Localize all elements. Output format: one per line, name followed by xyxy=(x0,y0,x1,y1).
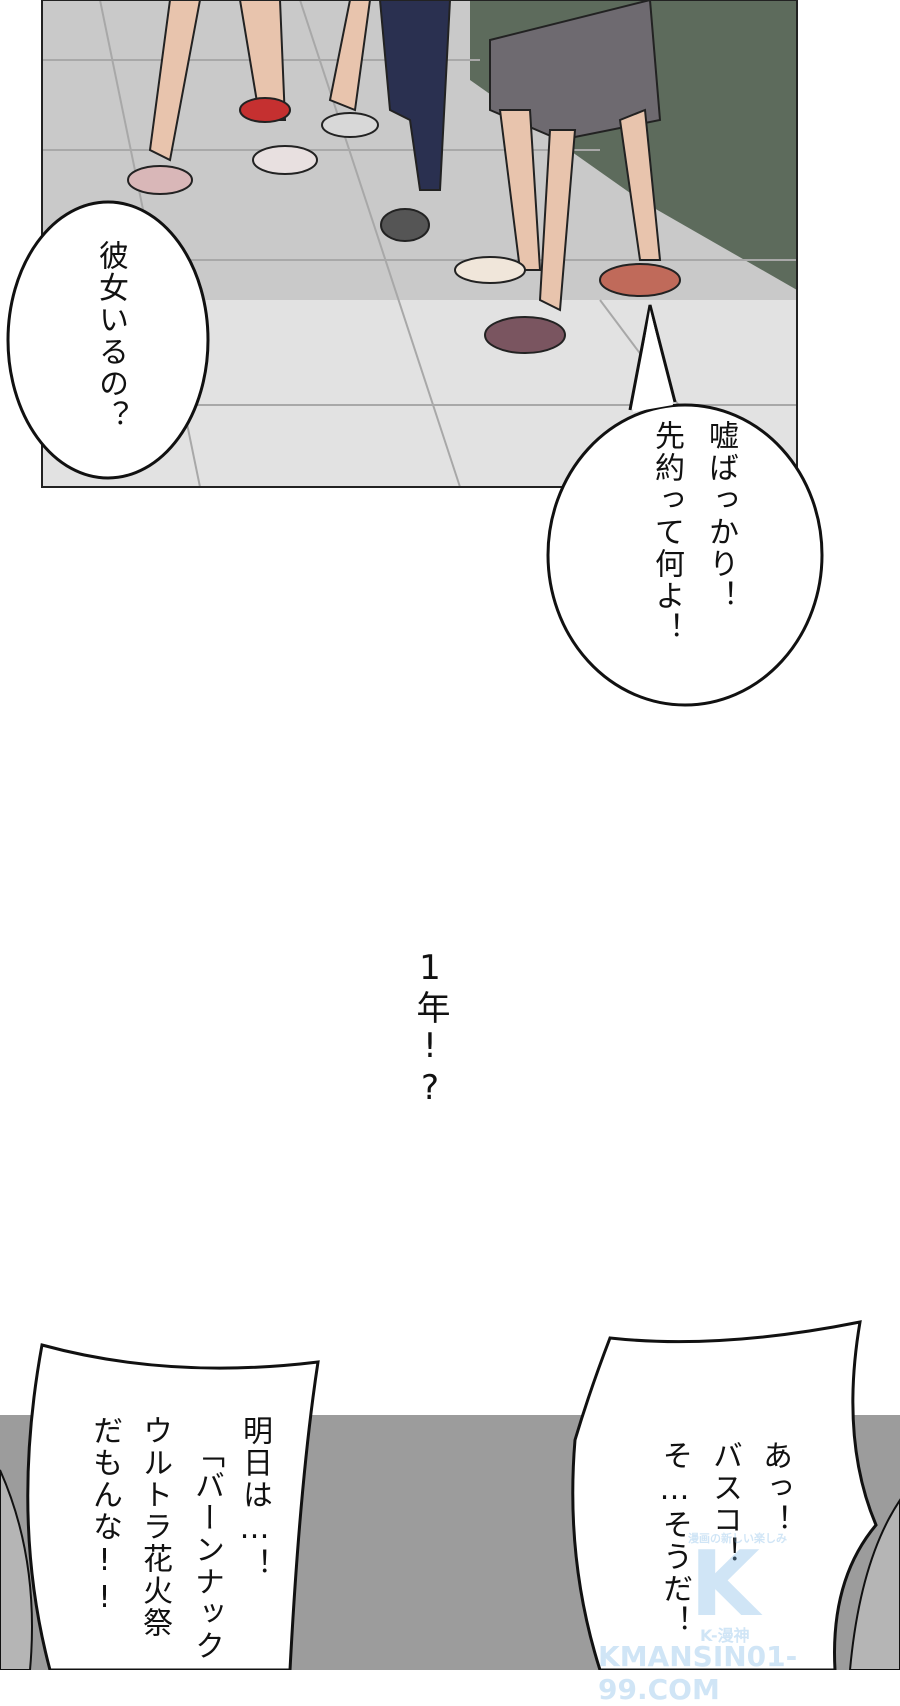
watermark-logo: K xyxy=(690,1532,760,1637)
speech-bubble-left-shape xyxy=(6,200,210,480)
shout-left-line-1: 明日は…！ xyxy=(237,1415,272,1580)
watermark-tagline: 漫画の新しい楽しみ xyxy=(688,1532,787,1545)
speech-bubble-right-line-2: 先約って何よ！ xyxy=(649,420,684,644)
watermark-site: KMANSIN01-99.COM xyxy=(598,1640,798,1706)
shout-bubble-right-shape xyxy=(571,1320,878,1670)
shout-right-line-2: バスコ！ xyxy=(707,1440,742,1568)
shout-left-line-3: ウルトラ花火祭 xyxy=(137,1415,172,1639)
speech-bubble-left-text: 彼女いるの？ xyxy=(93,240,128,432)
shout-left-line-2: 「バーンナック xyxy=(189,1438,224,1662)
speech-bubble-right-shape xyxy=(546,304,824,707)
shout-bubble-left-shape xyxy=(26,1343,320,1670)
speech-bubble-right-line-1: 嘘ばっかり！ xyxy=(703,420,738,612)
exclamation-text: 1年!? xyxy=(410,948,450,1110)
shout-right-line-3: そ…そうだ！ xyxy=(657,1440,692,1637)
shout-right-line-1: あっ！ xyxy=(757,1440,792,1536)
artwork-layer xyxy=(0,0,900,1670)
shout-left-line-4: だもんな!! xyxy=(87,1415,122,1617)
watermark-brand: K-漫神 xyxy=(700,1626,750,1645)
legs-illustration xyxy=(127,0,681,354)
